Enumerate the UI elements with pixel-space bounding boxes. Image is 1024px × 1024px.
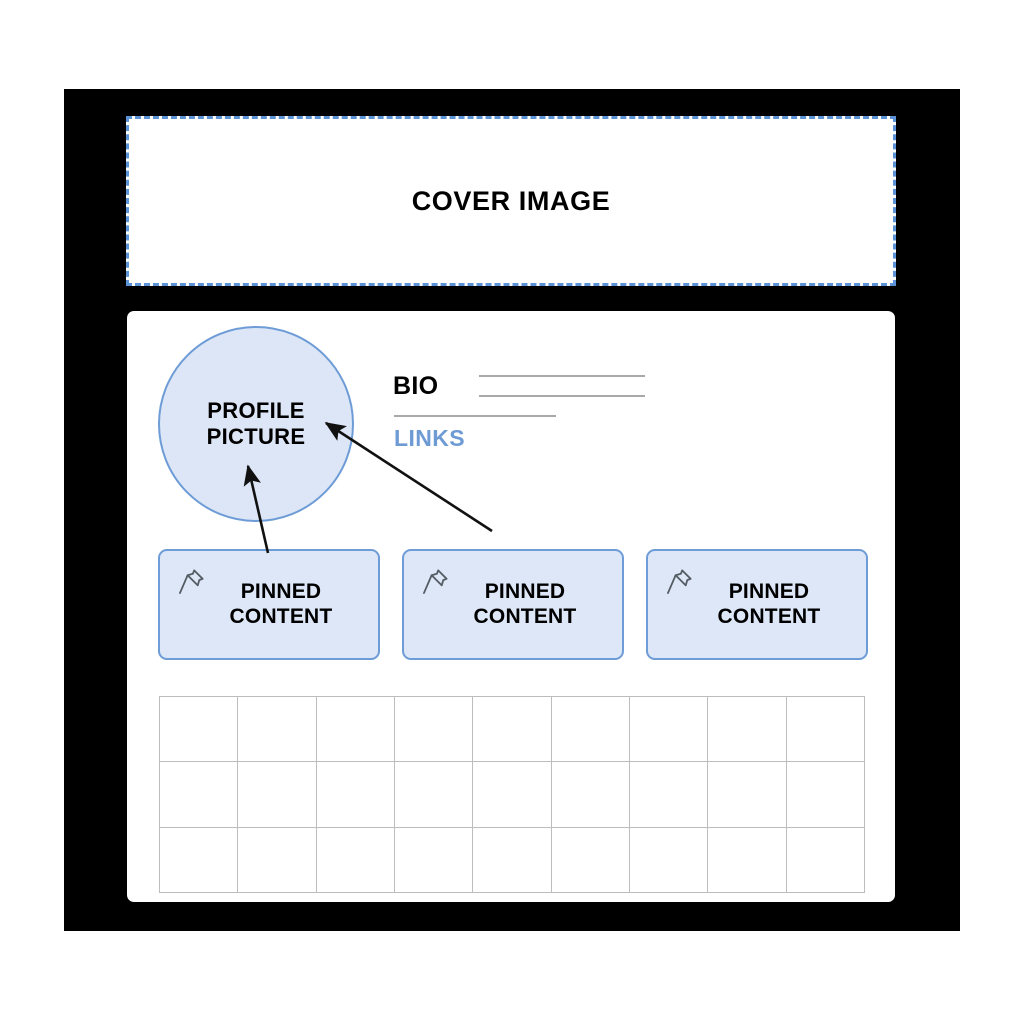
- profile-panel: PROFILE PICTURE BIO LINKS PINNED: [127, 311, 895, 902]
- pinned-content-card[interactable]: PINNED CONTENT: [402, 549, 624, 660]
- grid-cell[interactable]: [160, 827, 239, 893]
- profile-picture-placeholder[interactable]: PROFILE PICTURE: [158, 326, 354, 522]
- grid-cell[interactable]: [630, 827, 709, 893]
- profile-picture-label-line-1: PROFILE: [207, 398, 305, 424]
- grid-cell[interactable]: [473, 827, 552, 893]
- grid-cell[interactable]: [786, 762, 865, 828]
- pinned-content-label: PINNED CONTENT: [648, 580, 866, 630]
- pinned-content-label: PINNED CONTENT: [404, 580, 622, 630]
- grid-cell[interactable]: [160, 762, 239, 828]
- bio-text-line-3: [394, 415, 556, 417]
- pinned-label-line-2: CONTENT: [229, 604, 333, 628]
- grid-cell[interactable]: [316, 827, 395, 893]
- pinned-content-row: PINNED CONTENT PINNED CONTENT: [158, 549, 868, 660]
- grid-cell[interactable]: [238, 762, 317, 828]
- grid-cell[interactable]: [630, 697, 709, 763]
- pinned-content-card[interactable]: PINNED CONTENT: [646, 549, 868, 660]
- grid-cell[interactable]: [708, 827, 787, 893]
- pushpin-icon: [176, 567, 206, 597]
- pinned-label-line-2: CONTENT: [473, 604, 577, 628]
- links-label[interactable]: LINKS: [394, 425, 465, 451]
- profile-picture-label-line-2: PICTURE: [206, 424, 306, 449]
- bio-text-line-2: [479, 395, 645, 397]
- pushpin-icon: [420, 567, 450, 597]
- grid-cell[interactable]: [395, 697, 474, 763]
- grid-cell[interactable]: [238, 827, 317, 893]
- grid-cell[interactable]: [708, 697, 787, 763]
- grid-cell[interactable]: [238, 697, 317, 763]
- pushpin-icon: [664, 567, 694, 597]
- cover-image-label: COVER IMAGE: [411, 185, 611, 216]
- grid-cell[interactable]: [551, 697, 630, 763]
- grid-cell[interactable]: [551, 762, 630, 828]
- pinned-label-line-1: PINNED: [728, 579, 810, 603]
- content-grid: [159, 696, 865, 893]
- grid-cell[interactable]: [708, 762, 787, 828]
- grid-cell[interactable]: [395, 762, 474, 828]
- bio-text-line-1: [479, 375, 645, 377]
- grid-cell[interactable]: [395, 827, 474, 893]
- grid-cell[interactable]: [473, 762, 552, 828]
- grid-cell[interactable]: [316, 762, 395, 828]
- grid-cell[interactable]: [786, 697, 865, 763]
- pinned-label-line-2: CONTENT: [717, 604, 821, 628]
- grid-cell[interactable]: [316, 697, 395, 763]
- grid-cell[interactable]: [551, 827, 630, 893]
- pinned-content-card[interactable]: PINNED CONTENT: [158, 549, 380, 660]
- pinned-label-line-1: PINNED: [484, 579, 566, 603]
- grid-cell[interactable]: [786, 827, 865, 893]
- grid-cell[interactable]: [630, 762, 709, 828]
- grid-cell[interactable]: [160, 697, 239, 763]
- cover-image-placeholder[interactable]: COVER IMAGE: [126, 116, 896, 286]
- pinned-label-line-1: PINNED: [240, 579, 322, 603]
- grid-cell[interactable]: [473, 697, 552, 763]
- bio-label: BIO: [393, 372, 439, 400]
- pinned-content-label: PINNED CONTENT: [160, 580, 378, 630]
